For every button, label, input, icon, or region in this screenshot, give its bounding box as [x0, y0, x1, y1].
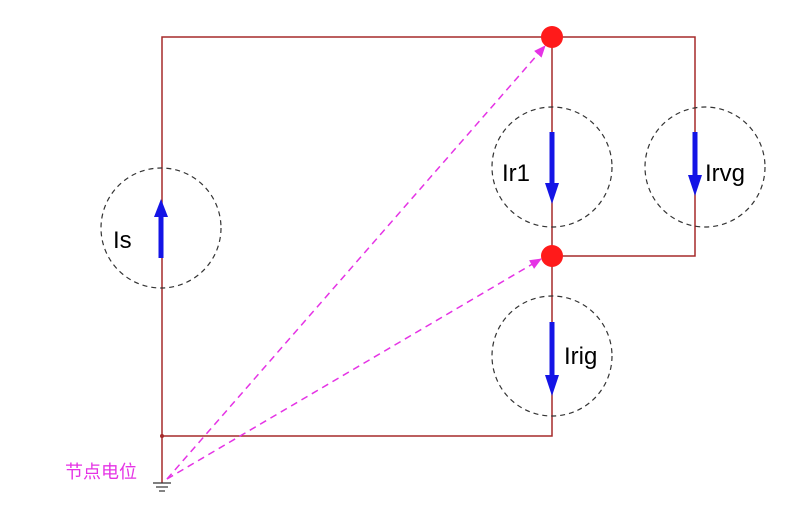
region-circle-irvg — [644, 106, 766, 228]
ground-label: 节点电位 — [65, 462, 137, 483]
arrow-up-icon — [154, 199, 168, 258]
current-arrows — [154, 132, 702, 396]
wire-junction-dot — [160, 434, 164, 438]
arrow-down-icon — [545, 322, 559, 396]
wire-outer-loop — [161, 36, 553, 437]
dashed-arrows — [166, 45, 546, 480]
dashed-arrow-to-top-node — [166, 45, 546, 480]
arrow-down-icon — [545, 132, 559, 204]
middle-node — [541, 245, 563, 267]
wires — [161, 36, 696, 483]
arrow-down-icon — [688, 132, 702, 196]
ground-icon — [153, 482, 171, 492]
label-irvg: Irvg — [705, 160, 745, 187]
region-circle-is — [100, 167, 222, 289]
label-irig: Irig — [564, 343, 597, 370]
dashed-arrow-to-middle-node — [166, 258, 542, 480]
top-node — [541, 26, 563, 48]
region-circle-irig — [491, 295, 613, 417]
region-circles — [100, 106, 766, 417]
label-is: Is — [113, 227, 132, 254]
label-ir1: Ir1 — [502, 160, 530, 187]
region-circle-ir1 — [491, 106, 613, 228]
